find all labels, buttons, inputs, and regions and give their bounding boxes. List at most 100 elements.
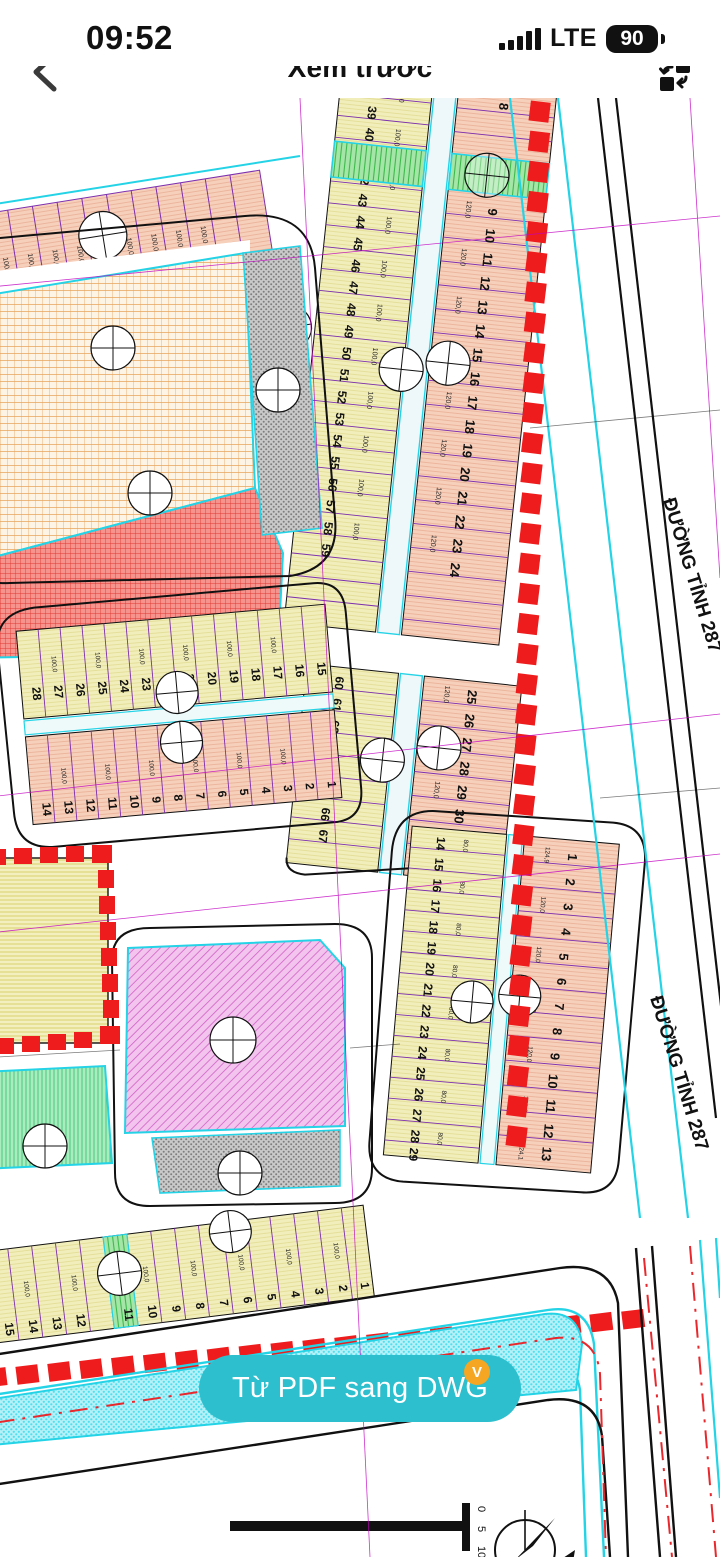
svg-text:25: 25 — [95, 681, 110, 696]
svg-text:15: 15 — [2, 1322, 18, 1337]
status-indicators: LTE 90 — [499, 24, 665, 53]
svg-text:19: 19 — [459, 443, 475, 459]
svg-text:53: 53 — [332, 412, 347, 427]
svg-text:100,0: 100,0 — [278, 748, 286, 765]
svg-text:51: 51 — [337, 368, 352, 383]
svg-text:80,0: 80,0 — [446, 1007, 454, 1021]
svg-text:8: 8 — [171, 794, 186, 802]
svg-text:14: 14 — [26, 1319, 42, 1334]
svg-text:25: 25 — [464, 689, 480, 705]
svg-text:40: 40 — [362, 127, 377, 142]
svg-text:19: 19 — [424, 941, 439, 956]
svg-text:100,0: 100,0 — [181, 644, 189, 661]
svg-text:4: 4 — [259, 786, 274, 794]
svg-text:120,0: 120,0 — [538, 896, 546, 913]
svg-text:124,9: 124,9 — [542, 847, 550, 864]
svg-text:49: 49 — [341, 324, 356, 339]
red-dash-boundary — [0, 845, 120, 1054]
svg-text:26: 26 — [73, 683, 88, 698]
svg-text:17: 17 — [270, 665, 285, 680]
svg-text:54: 54 — [330, 434, 345, 449]
svg-text:120,0: 120,0 — [453, 296, 462, 314]
svg-text:3: 3 — [312, 1287, 327, 1296]
svg-text:6: 6 — [240, 1296, 255, 1305]
pdf-to-dwg-button[interactable]: Từ PDF sang DWG V — [199, 1355, 521, 1422]
svg-text:12: 12 — [540, 1123, 556, 1139]
svg-text:124,1: 124,1 — [516, 1143, 524, 1160]
svg-text:4: 4 — [558, 928, 574, 937]
svg-text:11: 11 — [121, 1307, 136, 1322]
svg-text:100,0: 100,0 — [199, 226, 209, 245]
svg-text:9: 9 — [149, 796, 164, 804]
svg-text:46: 46 — [348, 259, 363, 274]
svg-text:47: 47 — [346, 281, 361, 296]
svg-text:120,0: 120,0 — [525, 1046, 533, 1063]
svg-text:26: 26 — [461, 713, 477, 729]
svg-text:13: 13 — [538, 1146, 554, 1162]
svg-text:25: 25 — [413, 1067, 428, 1082]
svg-text:100,0: 100,0 — [26, 253, 36, 272]
svg-text:100,0: 100,0 — [93, 652, 101, 669]
cad-site-plan[interactable]: 26 25 24 23 22 21 20 19 18 17 16 15 — [0, 98, 720, 1557]
svg-text:100,0: 100,0 — [191, 756, 199, 773]
svg-text:67: 67 — [315, 829, 330, 844]
svg-text:3: 3 — [560, 903, 576, 912]
svg-text:24: 24 — [447, 562, 464, 579]
svg-text:100,0: 100,0 — [147, 760, 155, 777]
svg-text:22: 22 — [452, 514, 468, 530]
plot-group-bottom-strip: 17 16 15 14 13 12 11 10 9 8 7 6 5 4 — [0, 1204, 375, 1350]
svg-text:5: 5 — [475, 1526, 487, 1532]
svg-text:80,0: 80,0 — [450, 965, 458, 979]
network-type-label: LTE — [550, 24, 597, 52]
svg-text:12: 12 — [83, 798, 98, 813]
svg-text:15: 15 — [469, 347, 485, 363]
svg-text:120,0: 120,0 — [463, 200, 472, 218]
signal-bars-icon — [499, 27, 542, 50]
svg-text:21: 21 — [454, 490, 470, 506]
svg-text:100,0: 100,0 — [141, 1266, 150, 1283]
svg-text:23: 23 — [417, 1025, 432, 1040]
block-green-hatch — [0, 1064, 114, 1170]
svg-text:80,0: 80,0 — [435, 1132, 443, 1146]
svg-text:80,0: 80,0 — [454, 923, 462, 937]
svg-text:120,0: 120,0 — [534, 946, 542, 963]
svg-text:50: 50 — [339, 346, 354, 361]
status-bar: 09:52 LTE 90 — [0, 0, 720, 66]
svg-text:11: 11 — [479, 252, 495, 267]
title-block: KHU DỰ T XÃ Ả 0 5 10 — [230, 1503, 575, 1557]
map-preview-viewport[interactable]: 26 25 24 23 22 21 20 19 18 17 16 15 — [0, 98, 720, 1557]
svg-text:28: 28 — [408, 1129, 423, 1144]
svg-text:100,0: 100,0 — [351, 522, 360, 540]
svg-text:1: 1 — [324, 780, 339, 788]
svg-text:100,0: 100,0 — [235, 752, 243, 769]
svg-text:10: 10 — [145, 1304, 161, 1319]
status-time: 09:52 — [86, 19, 173, 56]
svg-text:120,0: 120,0 — [458, 248, 467, 266]
svg-text:100,0: 100,0 — [22, 1280, 31, 1297]
svg-text:100,0: 100,0 — [50, 249, 60, 268]
vip-badge: V — [464, 1359, 490, 1385]
svg-text:7: 7 — [552, 1002, 568, 1011]
svg-text:100,0: 100,0 — [383, 216, 392, 234]
svg-text:14: 14 — [433, 836, 448, 851]
svg-text:10: 10 — [127, 794, 142, 809]
svg-text:100,0: 100,0 — [284, 1248, 293, 1265]
svg-text:23: 23 — [139, 677, 154, 692]
svg-text:27: 27 — [409, 1108, 424, 1123]
svg-text:100,0: 100,0 — [225, 640, 233, 657]
svg-text:120,0: 120,0 — [442, 685, 451, 703]
svg-text:28: 28 — [29, 686, 44, 701]
svg-text:100,0: 100,0 — [236, 1254, 245, 1271]
svg-text:24: 24 — [117, 679, 132, 694]
svg-text:120,0: 120,0 — [428, 535, 437, 553]
svg-text:20: 20 — [422, 962, 437, 977]
svg-text:13: 13 — [61, 800, 76, 815]
svg-text:24: 24 — [415, 1046, 430, 1061]
svg-text:100,0: 100,0 — [59, 767, 67, 784]
block-gray-hatch-strip — [242, 245, 323, 536]
svg-text:18: 18 — [426, 920, 441, 935]
svg-text:14: 14 — [39, 802, 54, 817]
svg-text:5: 5 — [237, 788, 252, 796]
svg-text:8: 8 — [549, 1027, 565, 1036]
plot-group-middle-block: 28 27 26 25 24 23 22 21 20 19 18 17 16 1… — [0, 582, 363, 848]
